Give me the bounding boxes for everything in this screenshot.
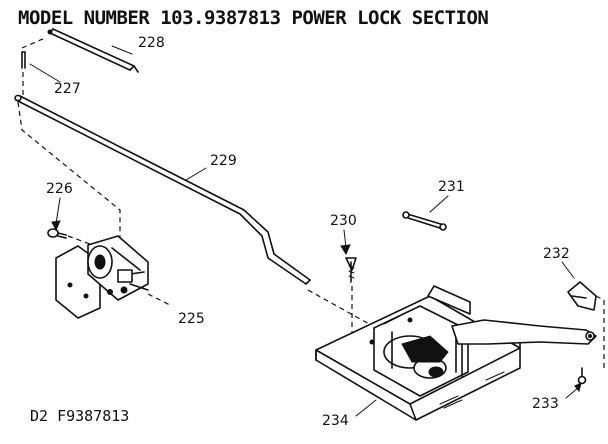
part-231-pin: [402, 211, 447, 231]
callout-233: 233: [532, 396, 559, 412]
part-234-lever-arm: [451, 319, 597, 345]
leader-234: [355, 399, 377, 417]
callout-225: 225: [178, 311, 205, 327]
callout-232: 232: [543, 246, 570, 262]
callout-227: 227: [54, 81, 81, 97]
arrow-233: [574, 382, 582, 393]
part-229-link-rod: [14, 94, 311, 285]
dash-rod-motor: [17, 101, 121, 240]
dash-knob: [595, 295, 605, 372]
part-227-pin: [21, 51, 26, 69]
callout-234: 234: [322, 413, 349, 429]
leader-233: [565, 387, 579, 399]
dash-screw-motor: [67, 235, 91, 245]
part-230-screw: [345, 257, 357, 283]
callout-231: 231: [438, 179, 465, 195]
part-228-rod: [47, 28, 139, 73]
dash-rod-plate: [307, 289, 381, 331]
callout-228: 228: [138, 35, 165, 51]
callout-230: 230: [330, 213, 357, 229]
leader-226: [55, 197, 61, 225]
leader-228: [111, 45, 133, 55]
part-226-screw: [47, 228, 67, 239]
arrow-230: [340, 244, 351, 256]
leader-231: [429, 195, 449, 213]
dash-motor-225: [147, 293, 173, 307]
callout-226: 226: [46, 181, 73, 197]
dash-227-228: [21, 37, 46, 49]
diagram-code: D2 F9387813: [30, 407, 129, 425]
arrow-226: [51, 220, 61, 232]
diagram-title: MODEL NUMBER 103.9387813 POWER LOCK SECT…: [18, 7, 488, 29]
callout-229: 229: [210, 153, 237, 169]
leader-227: [29, 63, 61, 83]
part-232-knob: [567, 281, 597, 311]
part-233-screw: [577, 367, 587, 385]
leader-229: [185, 167, 207, 181]
leader-232: [561, 261, 575, 279]
part-225-actuator-motor: [55, 235, 149, 319]
part-234-base-plate: [315, 285, 521, 421]
